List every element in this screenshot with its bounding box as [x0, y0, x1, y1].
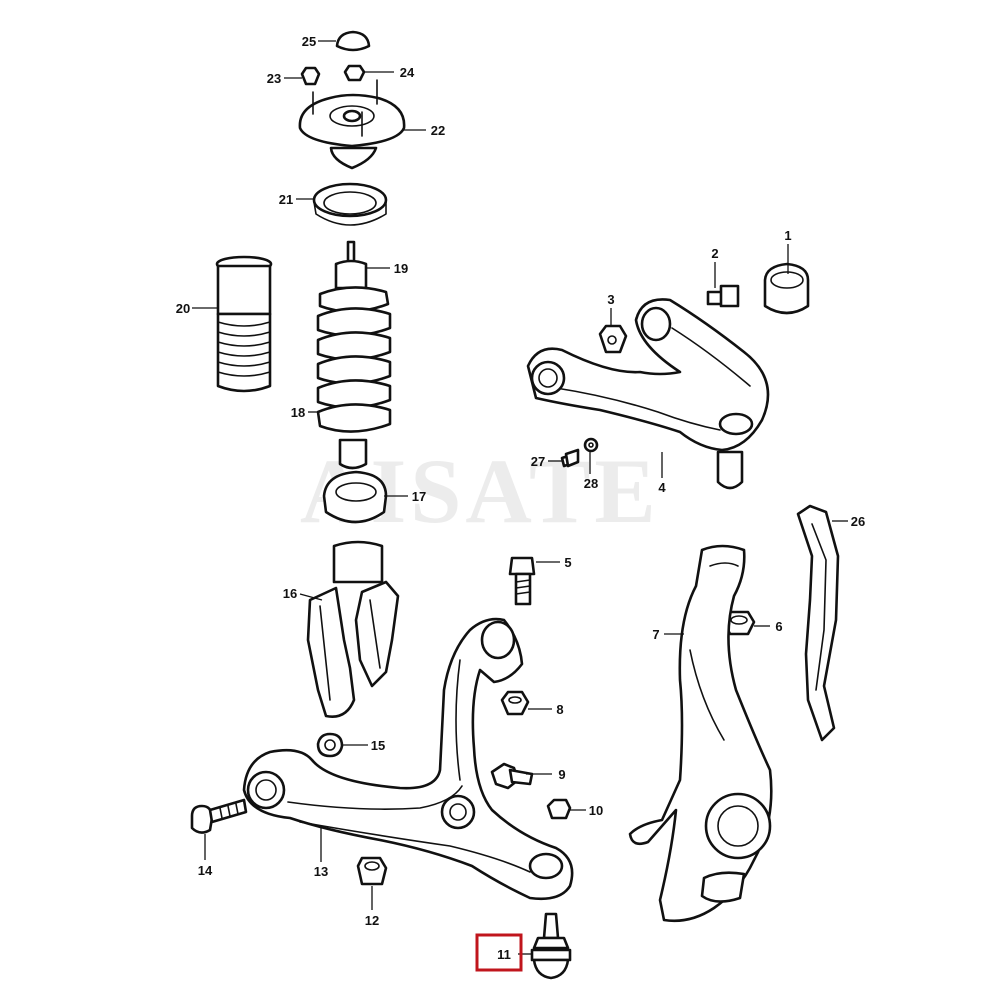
callout-21: 21 [279, 192, 293, 207]
bushing-nut-part [316, 732, 344, 758]
callout-22: 22 [431, 123, 445, 138]
callout-9: 9 [558, 767, 565, 782]
callout-10: 10 [589, 803, 603, 818]
callout-13: 13 [314, 864, 328, 879]
cam-bolt-part [490, 762, 534, 790]
callout-7: 7 [652, 627, 659, 642]
callout-labels: 25 23 24 22 21 19 20 18 17 16 1 2 3 4 27… [176, 34, 865, 962]
callout-27: 27 [531, 454, 545, 469]
callout-1: 1 [784, 228, 791, 243]
steering-knuckle-part [628, 544, 773, 923]
mount-nut-part [300, 64, 366, 86]
arm-nut-part [500, 690, 530, 716]
strut-bearing-part [312, 182, 388, 226]
callout-24: 24 [400, 65, 415, 80]
washer-part [583, 437, 599, 453]
spring-seat-part [322, 470, 388, 524]
callout-11: 11 [497, 947, 511, 962]
dust-cap-part [335, 30, 371, 52]
callout-25: 25 [302, 34, 316, 49]
callout-6: 6 [775, 619, 782, 634]
callout-23: 23 [267, 71, 281, 86]
callout-28: 28 [584, 476, 598, 491]
callout-15: 15 [371, 738, 385, 753]
shock-absorber-part [334, 240, 368, 470]
lower-nut-part [546, 798, 572, 820]
lower-arm-nut-part [356, 856, 388, 886]
callout-5: 5 [564, 555, 571, 570]
lower-arm-bolt-part [190, 798, 248, 834]
callout-17: 17 [412, 489, 426, 504]
callout-2: 2 [711, 246, 718, 261]
callout-4: 4 [658, 480, 666, 495]
coil-spring-part [316, 286, 392, 433]
callout-18: 18 [291, 405, 305, 420]
callout-20: 20 [176, 301, 190, 316]
callout-16: 16 [283, 586, 297, 601]
callout-26: 26 [851, 514, 865, 529]
upper-nut-part [598, 324, 628, 354]
callout-19: 19 [394, 261, 408, 276]
callout-3: 3 [607, 292, 614, 307]
ball-joint-part [530, 912, 572, 980]
highlight-box [475, 933, 523, 972]
lower-control-arm-part [242, 617, 574, 901]
dust-boot-part [215, 255, 273, 393]
callout-8: 8 [556, 702, 563, 717]
strut-mount-part [298, 79, 406, 170]
small-screw-part [560, 448, 580, 468]
splash-bracket-part [796, 504, 840, 742]
leader-lines [192, 40, 848, 955]
callout-12: 12 [365, 913, 379, 928]
strut-fork-part [306, 540, 400, 718]
callout-14: 14 [198, 863, 213, 878]
knuckle-bolt-part [508, 556, 536, 606]
upper-control-arm-part [526, 298, 770, 490]
upper-bolt-part [706, 284, 740, 308]
upper-bushing-part [763, 262, 810, 315]
